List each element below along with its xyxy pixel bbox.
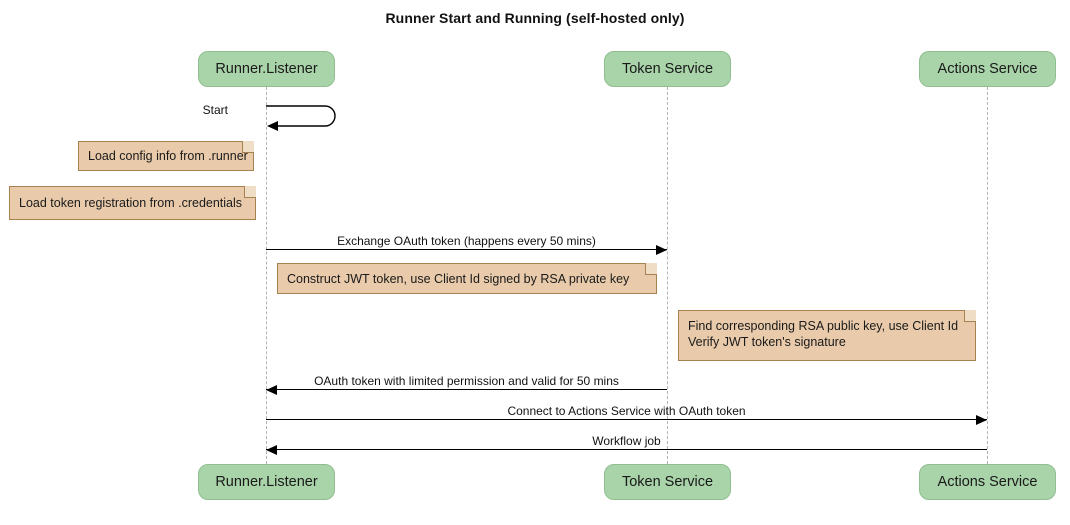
lifeline-token <box>667 87 668 464</box>
message-arrowhead-workflow-job <box>266 445 277 455</box>
note-fold-corner-icon <box>964 310 976 322</box>
participant-runner-top[interactable]: Runner.Listener <box>198 51 335 87</box>
note-fold-corner-icon <box>244 186 256 198</box>
participant-runner-bottom[interactable]: Runner.Listener <box>198 464 335 500</box>
message-arrowhead-oauth-token-reply <box>266 385 277 395</box>
note-verify-jwt-token: Find corresponding RSA public key, use C… <box>678 310 976 361</box>
message-arrowhead-exchange-oauth-token <box>656 245 667 255</box>
note-load-token-registration: Load token registration from .credential… <box>9 186 256 220</box>
message-line-connect-actions-service <box>266 419 987 420</box>
note-load-config: Load config info from .runner <box>78 141 254 171</box>
note-text: Construct JWT token, use Client Id signe… <box>287 271 630 286</box>
message-line-oauth-token-reply <box>266 389 667 390</box>
participant-actions-bottom[interactable]: Actions Service <box>919 464 1056 500</box>
message-arrowhead-connect-actions-service <box>976 415 987 425</box>
note-fold-corner-icon <box>242 141 254 153</box>
message-label-start: Start <box>202 103 228 117</box>
message-line-workflow-job <box>266 449 987 450</box>
page-title: Runner Start and Running (self-hosted on… <box>385 10 685 26</box>
note-construct-jwt-token: Construct JWT token, use Client Id signe… <box>277 263 657 294</box>
message-start <box>266 103 340 135</box>
lifeline-actions <box>987 87 988 464</box>
note-text: Find corresponding RSA public key, use C… <box>688 319 959 349</box>
participant-actions-top[interactable]: Actions Service <box>919 51 1056 87</box>
message-label-oauth-token-reply: OAuth token with limited permission and … <box>314 374 619 388</box>
message-line-exchange-oauth-token <box>266 249 667 250</box>
note-text: Load token registration from .credential… <box>19 196 243 210</box>
note-fold-corner-icon <box>645 263 657 275</box>
participant-token-top[interactable]: Token Service <box>604 51 731 87</box>
lifeline-runner <box>266 87 267 464</box>
message-label-exchange-oauth-token: Exchange OAuth token (happens every 50 m… <box>337 234 596 248</box>
participant-token-bottom[interactable]: Token Service <box>604 464 731 500</box>
message-label-connect-actions-service: Connect to Actions Service with OAuth to… <box>507 404 746 418</box>
message-label-workflow-job: Workflow job <box>592 434 661 448</box>
note-text: Load config info from .runner <box>88 149 248 163</box>
